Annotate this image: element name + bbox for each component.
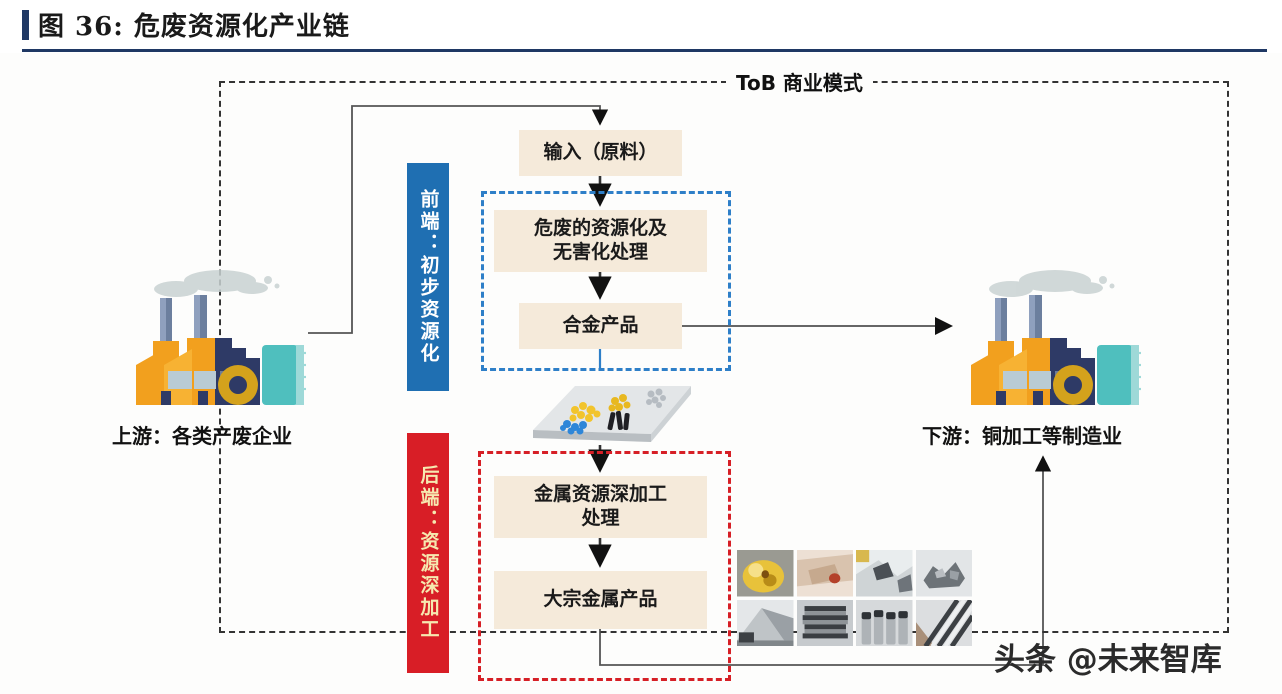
list-item: [856, 550, 913, 597]
deep-line-1: 金属资源深加工: [533, 483, 667, 506]
back-end-group-boundary: [478, 451, 731, 681]
watermark: 头条 @未来智库: [994, 642, 1222, 678]
process-box-bulk-metal-product[interactable]: 大宗金属产品: [494, 571, 707, 629]
list-item: [737, 550, 794, 597]
process-box-input[interactable]: 输入（原料）: [519, 130, 682, 176]
downstream-caption: 下游：铜加工等制造业: [922, 424, 1122, 448]
header-accent-bar: [22, 10, 29, 40]
hazard-line-1: 危废的资源化及: [533, 217, 667, 240]
factory-icon-downstream: [971, 270, 1141, 405]
process-box-alloy-product[interactable]: 合金产品: [519, 303, 682, 349]
ribbon-back-end: 后端：资源深加工: [407, 433, 449, 673]
figure-header: 图 36: 危废资源化产业链: [0, 0, 1282, 52]
diagram-canvas: ToB 商业模式 前端：初步资源化 后端：资源深加工 输入（原料） 危废的资源化…: [0, 53, 1282, 694]
deep-line-2: 处理: [581, 507, 620, 529]
list-item: [915, 599, 972, 646]
process-box-hazard-treatment[interactable]: 危废的资源化及 无害化处理: [494, 210, 707, 272]
factory-icon-upstream: [136, 270, 306, 405]
product-photo-grid: [737, 550, 972, 646]
list-item: [915, 550, 972, 597]
process-box-deep-processing[interactable]: 金属资源深加工 处理: [494, 476, 707, 538]
tob-group-label: ToB 商业模式: [726, 67, 873, 96]
ribbon-front-end: 前端：初步资源化: [407, 163, 449, 391]
list-item: [856, 599, 913, 646]
header-rule: [22, 49, 1267, 52]
connector-layer: [308, 105, 1052, 666]
mineral-tray-icon: [533, 386, 691, 442]
hazard-line-2: 无害化处理: [552, 241, 648, 263]
front-end-group-boundary: [481, 191, 731, 371]
list-item: [737, 599, 794, 646]
list-item: [796, 599, 853, 646]
list-item: [796, 550, 853, 597]
page-title: 图 36: 危废资源化产业链: [38, 12, 350, 42]
upstream-caption: 上游：各类产废企业: [112, 424, 292, 448]
